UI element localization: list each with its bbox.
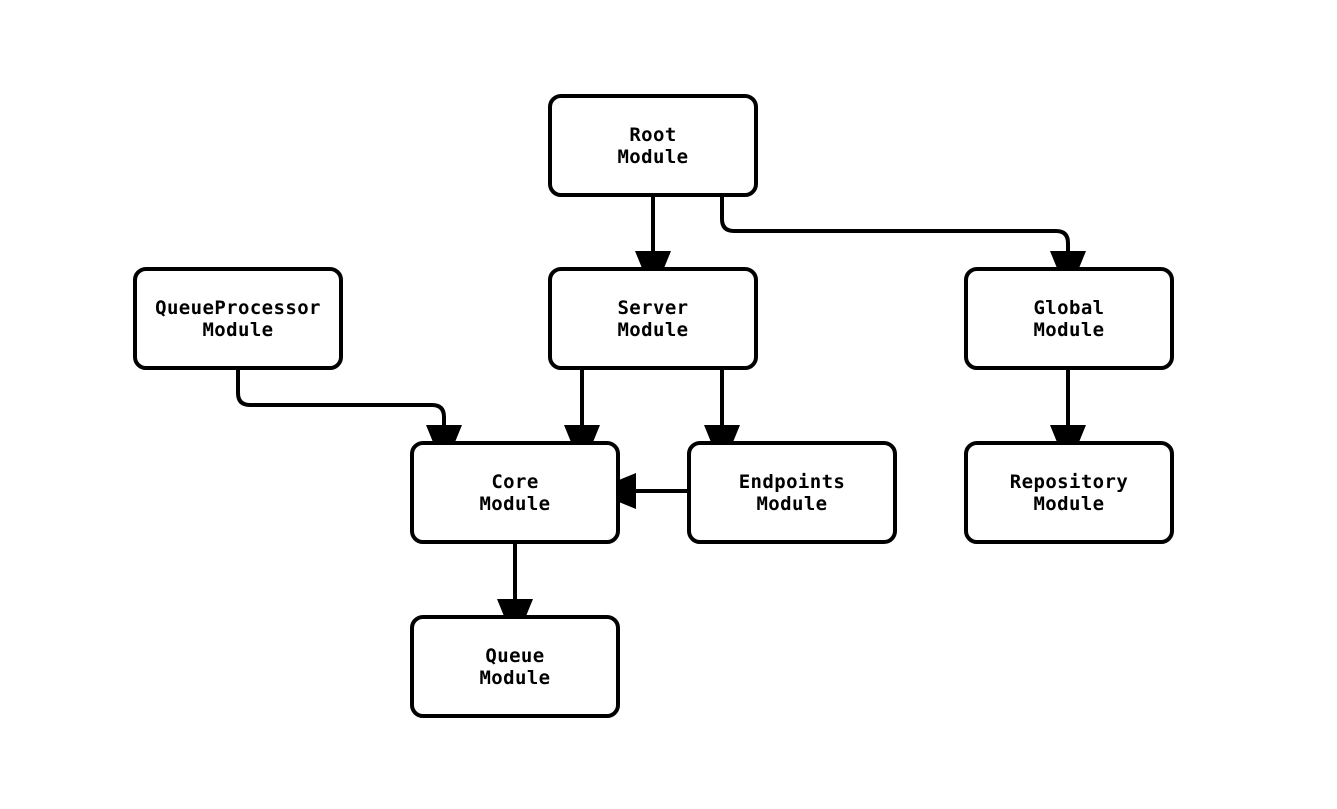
node-queueprocessor-module-name: QueueProcessor xyxy=(155,296,321,319)
node-server-module-name: Server xyxy=(617,296,689,319)
node-core-module[interactable]: Core Module xyxy=(410,441,620,544)
node-global-module-suffix: Module xyxy=(1033,318,1105,341)
node-queue-module[interactable]: Queue Module xyxy=(410,615,620,718)
node-root-module-suffix: Module xyxy=(617,145,689,168)
node-endpoints-module[interactable]: Endpoints Module xyxy=(687,441,897,544)
node-queue-module-name: Queue xyxy=(485,644,545,667)
node-server-module-suffix: Module xyxy=(617,318,689,341)
edge-queueprocessor-to-core xyxy=(236,370,462,469)
node-global-module[interactable]: Global Module xyxy=(964,267,1174,370)
node-server-module[interactable]: Server Module xyxy=(548,267,758,370)
node-core-module-suffix: Module xyxy=(479,492,551,515)
node-repository-module-name: Repository xyxy=(1009,470,1129,493)
node-repository-module[interactable]: Repository Module xyxy=(964,441,1174,544)
node-queue-module-suffix: Module xyxy=(479,666,551,689)
node-global-module-name: Global xyxy=(1033,296,1105,319)
node-endpoints-module-suffix: Module xyxy=(756,492,828,515)
node-endpoints-module-name: Endpoints xyxy=(738,470,846,493)
node-queueprocessor-module[interactable]: QueueProcessor Module xyxy=(133,267,343,370)
node-root-module[interactable]: Root Module xyxy=(548,94,758,197)
node-root-module-name: Root xyxy=(629,123,677,146)
edge-root-to-global xyxy=(720,197,1086,295)
node-queueprocessor-module-suffix: Module xyxy=(202,318,274,341)
node-repository-module-suffix: Module xyxy=(1033,492,1105,515)
node-core-module-name: Core xyxy=(491,470,539,493)
